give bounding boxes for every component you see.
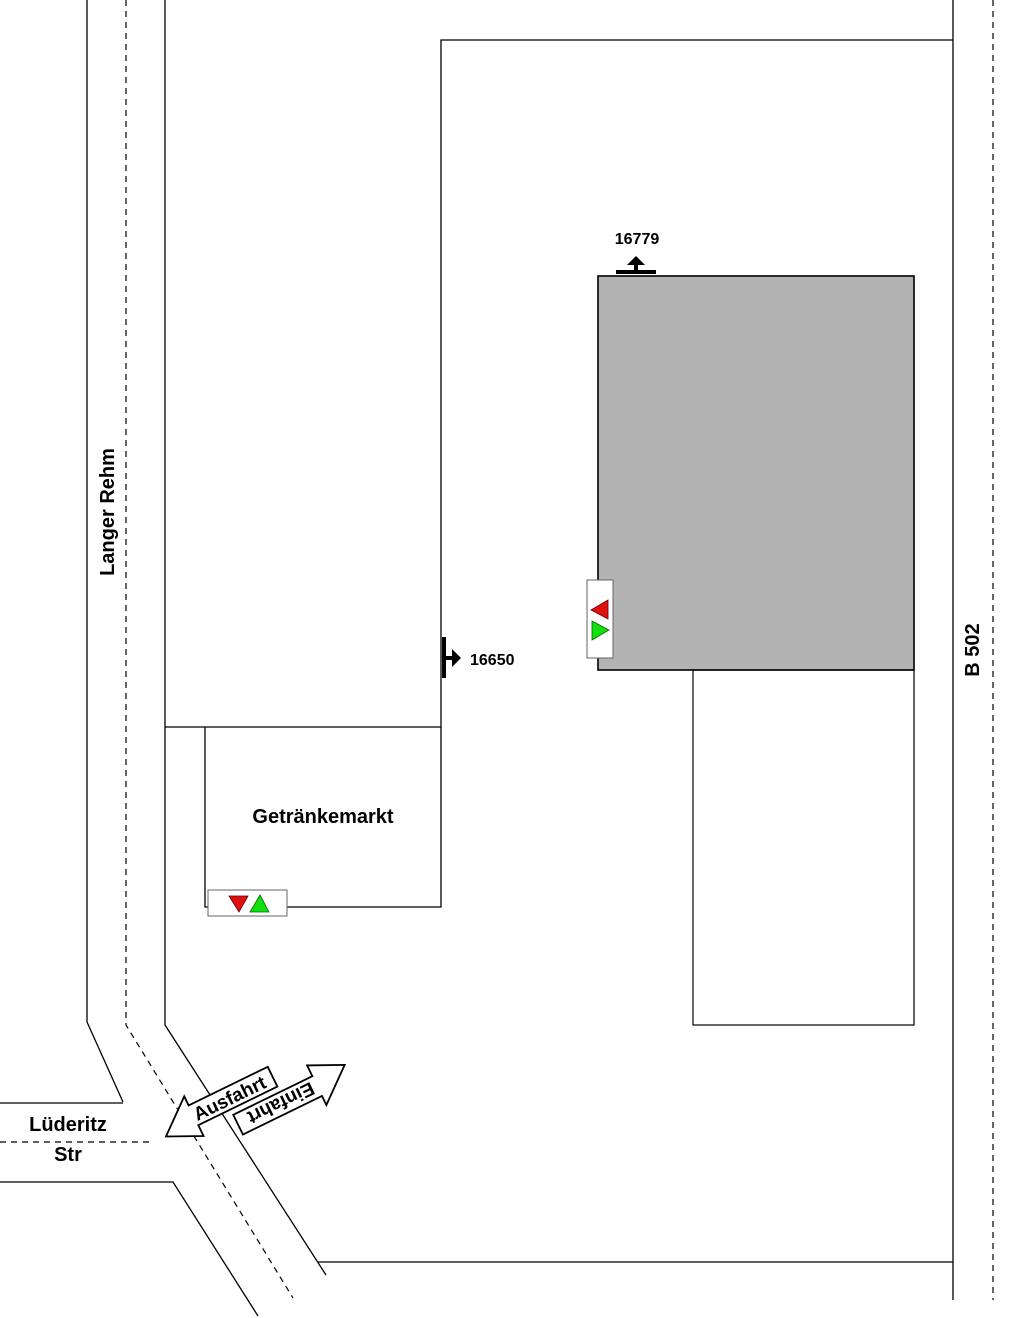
annex-building (692, 669, 915, 1026)
street-label-str: Str (54, 1144, 82, 1166)
signal-red-arrow-icon (590, 599, 609, 620)
traffic-signal-getraenkemarkt (207, 889, 288, 917)
signal-green-arrow-icon (249, 894, 270, 913)
building-label-getraenkemarkt: Getränkemarkt (252, 806, 394, 828)
road-langer-rehm (86, 0, 953, 1299)
street-label-langer-rehm: Langer Rehm (97, 448, 119, 576)
street-label-b502: B 502 (962, 623, 984, 676)
entrance-marker-left (442, 637, 461, 678)
street-label-luederitz: Lüderitz (29, 1114, 107, 1136)
signal-red-arrow-icon (228, 895, 249, 913)
signal-green-arrow-icon (591, 620, 610, 641)
driveway-arrows: Ausfahrt Einfahrt (164, 1063, 347, 1138)
traffic-signal-building (586, 579, 614, 659)
property-outline (165, 39, 953, 908)
entrance-marker-top (616, 256, 656, 274)
marker-label-16650: 16650 (470, 652, 515, 669)
marker-label-16779: 16779 (615, 231, 660, 248)
exit-arrow-icon (164, 1065, 279, 1138)
entry-arrow-icon (232, 1063, 347, 1136)
main-building (597, 275, 915, 671)
road-luederitz-str (0, 1102, 259, 1317)
road-b502 (952, 0, 994, 1300)
